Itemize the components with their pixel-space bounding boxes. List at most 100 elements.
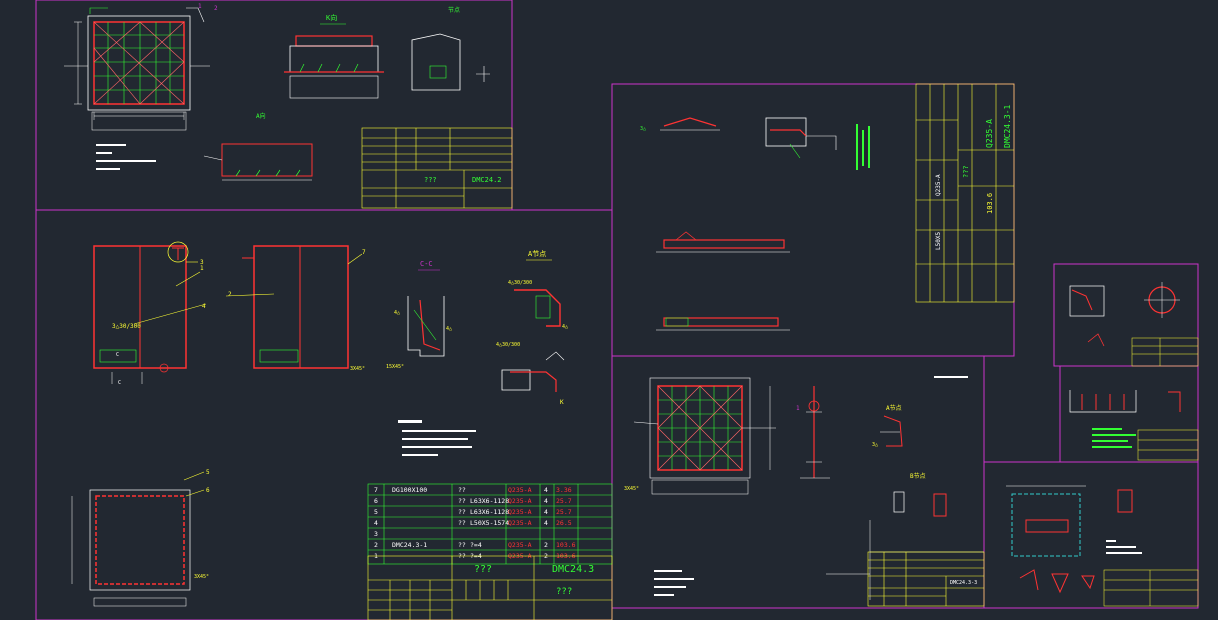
sheet-7-border xyxy=(983,461,1199,609)
notes-sheet-4 xyxy=(654,376,968,596)
title-name-2b: ??? xyxy=(556,587,572,597)
side-view-1: A向 xyxy=(203,112,313,181)
plan-view-grid: 1 2 xyxy=(64,3,218,131)
title-code-3: DMC24.3-1 xyxy=(1003,104,1012,148)
svg-text:25.7: 25.7 xyxy=(556,497,572,505)
long-part-view xyxy=(656,231,790,331)
svg-text:5: 5 xyxy=(374,508,378,516)
sheet-1-content: 1 2 K向 节点 xyxy=(64,3,513,209)
svg-text:K: K xyxy=(560,399,564,406)
svg-text:3X45°: 3X45° xyxy=(194,574,209,580)
svg-text:1: 1 xyxy=(198,3,202,10)
title-material-3: Q235-A xyxy=(985,119,994,148)
sheet-2-content: 3△30/300 1 4 3 C C 2 7 3X45° C-C xyxy=(71,241,613,620)
svg-text:2: 2 xyxy=(374,541,378,549)
svg-text:Q235-A: Q235-A xyxy=(508,519,532,527)
title-name-1: ??? xyxy=(424,176,437,184)
detail-a-4: A节点 3△ B节点 xyxy=(826,404,984,600)
section-cc-label: C-C xyxy=(420,260,433,268)
svg-text:L50X5: L50X5 xyxy=(935,232,942,250)
svg-text:C: C xyxy=(118,380,121,386)
svg-text:4: 4 xyxy=(374,519,378,527)
svg-text:L63X6-1128: L63X6-1128 xyxy=(470,508,509,516)
svg-text:?=4: ?=4 xyxy=(470,541,482,549)
svg-text:DG100X100: DG100X100 xyxy=(392,486,427,494)
svg-text:4: 4 xyxy=(544,508,548,516)
svg-text:DMC24.3-1: DMC24.3-1 xyxy=(392,541,427,549)
svg-text:??: ?? xyxy=(458,486,466,494)
weld-label-2: 4△ xyxy=(394,310,400,316)
sheet-1-border xyxy=(35,0,513,211)
svg-text:1: 1 xyxy=(796,405,800,412)
title-block-3 xyxy=(915,83,1015,303)
elevation-view-1: K向 xyxy=(284,13,384,99)
plan-view-4: 3X45° xyxy=(624,377,776,495)
svg-text:4: 4 xyxy=(544,497,548,505)
svg-text:Q235-A: Q235-A xyxy=(935,174,942,196)
front-view: 3△30/300 1 4 3 C C xyxy=(93,241,207,386)
svg-text:3: 3 xyxy=(200,259,204,266)
profile-views: 3△ xyxy=(640,117,837,159)
detail-a-label-4: A节点 xyxy=(886,404,902,412)
svg-text:7: 7 xyxy=(374,486,378,494)
sheet-5-content xyxy=(1069,282,1199,367)
svg-text:Q235-A: Q235-A xyxy=(508,541,532,549)
svg-text:??: ?? xyxy=(458,541,466,549)
svg-text:25.7: 25.7 xyxy=(556,508,572,516)
svg-text:4△: 4△ xyxy=(446,326,452,332)
svg-text:C: C xyxy=(116,352,119,358)
detail-view-1: 节点 xyxy=(411,6,490,91)
svg-text:A向: A向 xyxy=(256,112,266,120)
weld-label-7: 3X45° xyxy=(350,366,365,372)
svg-text:103.6: 103.6 xyxy=(556,541,576,549)
svg-text:??: ?? xyxy=(458,497,466,505)
svg-text:4: 4 xyxy=(544,519,548,527)
svg-text:4: 4 xyxy=(544,486,548,494)
weld-label-3: 4△30/300 xyxy=(508,280,532,286)
svg-text:5: 5 xyxy=(206,469,210,476)
title-block-1 xyxy=(361,127,513,209)
title-name-2: ??? xyxy=(474,564,492,575)
weld-label-1: 3△30/300 xyxy=(112,323,141,330)
svg-text:3△: 3△ xyxy=(640,126,646,132)
svg-text:3X45°: 3X45° xyxy=(624,486,639,492)
bom-row-2: 2 DMC24.3-1 ?? ?=4 Q235-A 2 103.6 xyxy=(374,541,576,549)
svg-text:1: 1 xyxy=(200,265,204,272)
sheet-3-border xyxy=(611,83,1015,357)
svg-text:2: 2 xyxy=(214,5,218,12)
title-name-3: ??? xyxy=(962,165,970,178)
title-code-4: DMC24.3-3 xyxy=(950,580,977,586)
svg-text:Q235-A: Q235-A xyxy=(508,497,532,505)
bom-row-5: 5 ?? L63X6-1128 Q235-A 4 25.7 xyxy=(374,508,572,516)
svg-text:Q235-A: Q235-A xyxy=(508,486,532,494)
svg-text:7: 7 xyxy=(362,249,366,256)
vertical-part-4: 1 xyxy=(796,386,830,479)
title-code-1: DMC24.2 xyxy=(472,176,502,184)
sheet-borders xyxy=(35,0,1199,620)
title-block-4 xyxy=(867,551,985,607)
svg-text:L63X6-1128: L63X6-1128 xyxy=(470,497,509,505)
title-code-2: DMC24.3 xyxy=(552,564,594,575)
notes-sheet-3 xyxy=(856,124,870,170)
title-block-3-texts: DMC24.3-1 Q235-A 103.6 ??? Q235-A L50X5 xyxy=(935,104,1012,250)
svg-text:2: 2 xyxy=(544,541,548,549)
weld-label-4: 4△30/300 xyxy=(496,342,520,348)
svg-text:??: ?? xyxy=(458,519,466,527)
sheet-7-content xyxy=(1006,485,1199,607)
sheet-4-content: 3X45° 1 A节点 3△ B节点 xyxy=(624,376,985,607)
bom-row-4: 4 ?? L50X5-1574 Q235-A 4 26.5 xyxy=(374,519,572,527)
svg-text:??: ?? xyxy=(458,508,466,516)
notes-sheet-1 xyxy=(96,144,156,170)
svg-text:3△: 3△ xyxy=(872,442,878,448)
svg-text:节点: 节点 xyxy=(448,6,460,14)
svg-text:6: 6 xyxy=(374,497,378,505)
svg-text:6: 6 xyxy=(206,487,210,494)
bom-row-7: 7 DG100X100 ?? Q235-A 4 3.36 xyxy=(374,486,572,494)
svg-text:26.5: 26.5 xyxy=(556,519,572,527)
detail-a-label: A节点 xyxy=(528,250,546,258)
svg-text:2: 2 xyxy=(228,291,232,298)
detail-b-label-4: B节点 xyxy=(910,472,926,480)
svg-text:K向: K向 xyxy=(326,13,337,22)
weld-label-6: 15X45° xyxy=(386,364,404,370)
title-block-2 xyxy=(367,555,613,620)
